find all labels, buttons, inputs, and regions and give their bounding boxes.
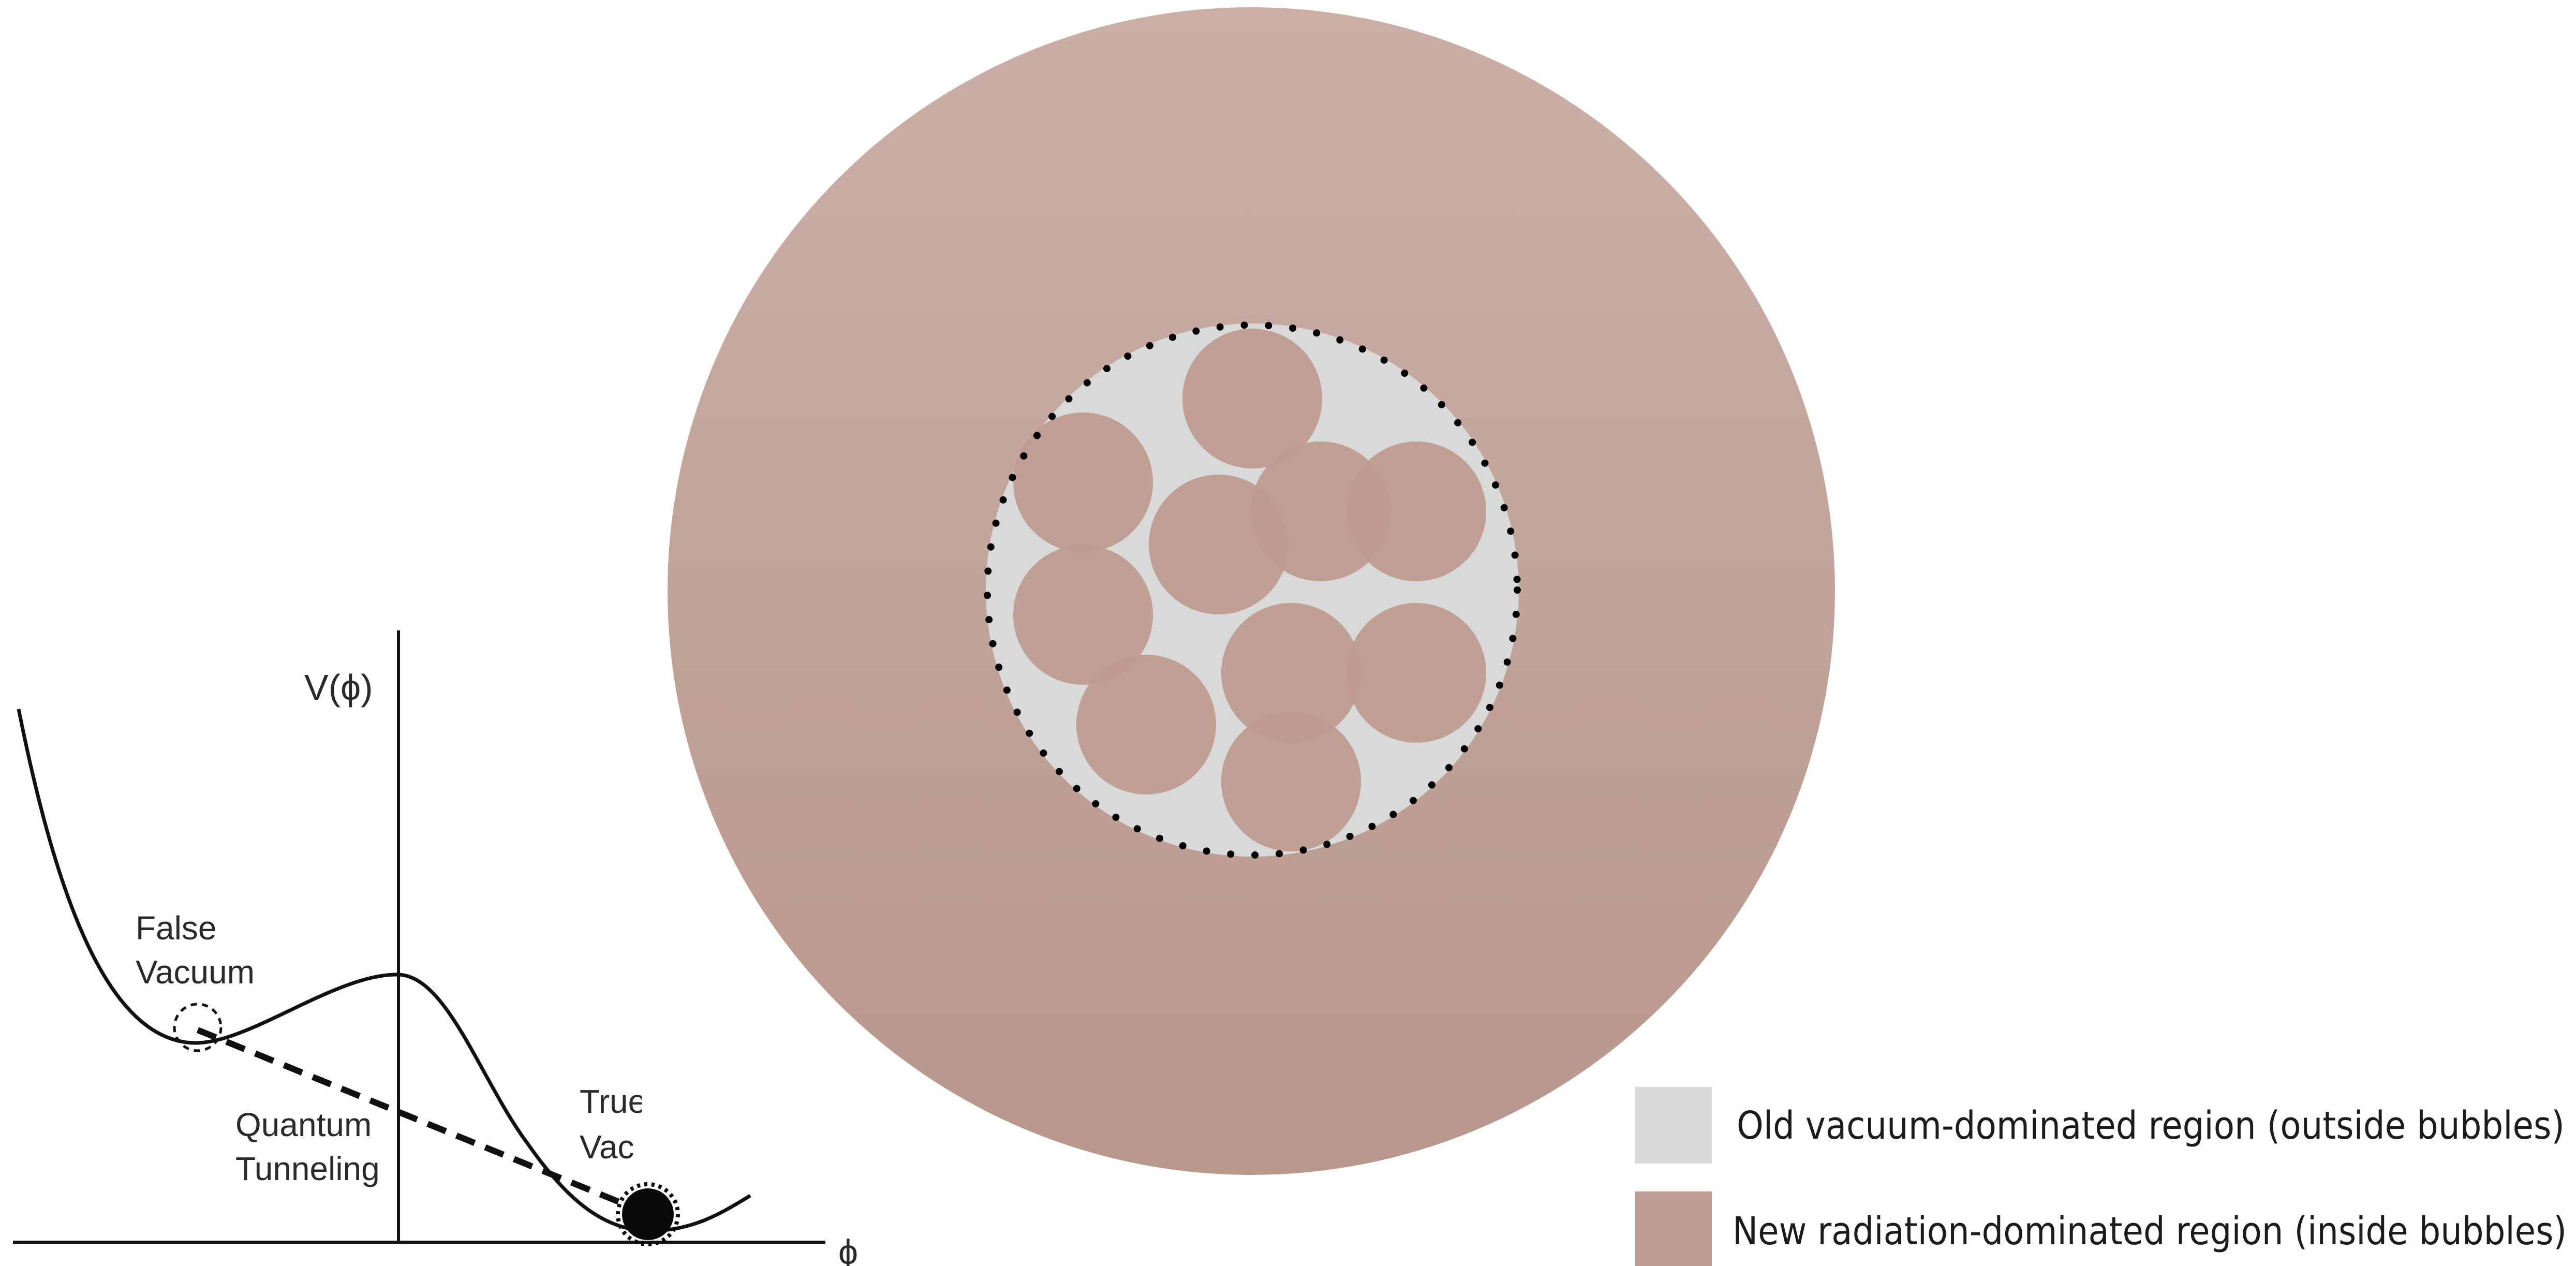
legend: Old vacuum-dominated region (outside bub… (1635, 1087, 2567, 1266)
tunneling-path (196, 1027, 643, 1214)
bubble (1346, 603, 1486, 743)
bubble-diagram (668, 7, 1835, 1175)
expanding-boundary (984, 321, 1521, 859)
x-axis-label: ϕ (838, 1232, 858, 1266)
legend-swatch-radiation (1635, 1191, 1712, 1266)
bubble (1013, 545, 1153, 685)
legend-swatch-vacuum (1635, 1087, 1712, 1164)
false-vacuum-marker (173, 1003, 223, 1052)
bubble (1013, 413, 1153, 552)
bubble (1221, 712, 1361, 851)
true-vacuum-ball-fuzz (616, 1182, 680, 1246)
legend-label-vacuum: Old vacuum-dominated region (outside bub… (1737, 1103, 2565, 1148)
tunneling-label: Quantum Tunneling (235, 1106, 381, 1187)
true-vacuum-label: True Vac (580, 1083, 656, 1166)
false-vacuum-label: False Vacuum (136, 909, 255, 991)
true-vacuum-ball (622, 1188, 674, 1240)
bubble (1221, 603, 1361, 743)
potential-plot: V(ϕ) ϕ False Vacuum Quantum Tunneling Tr… (13, 630, 858, 1266)
bubble (1182, 329, 1322, 468)
bubble (1251, 441, 1390, 581)
bubble (1076, 655, 1216, 794)
legend-label-radiation: New radiation-dominated region (inside b… (1733, 1209, 2567, 1254)
bubble (1346, 441, 1486, 581)
y-axis-label: V(ϕ) (304, 667, 373, 708)
bubble-cluster (1013, 329, 1486, 851)
potential-curve (17, 709, 751, 1233)
